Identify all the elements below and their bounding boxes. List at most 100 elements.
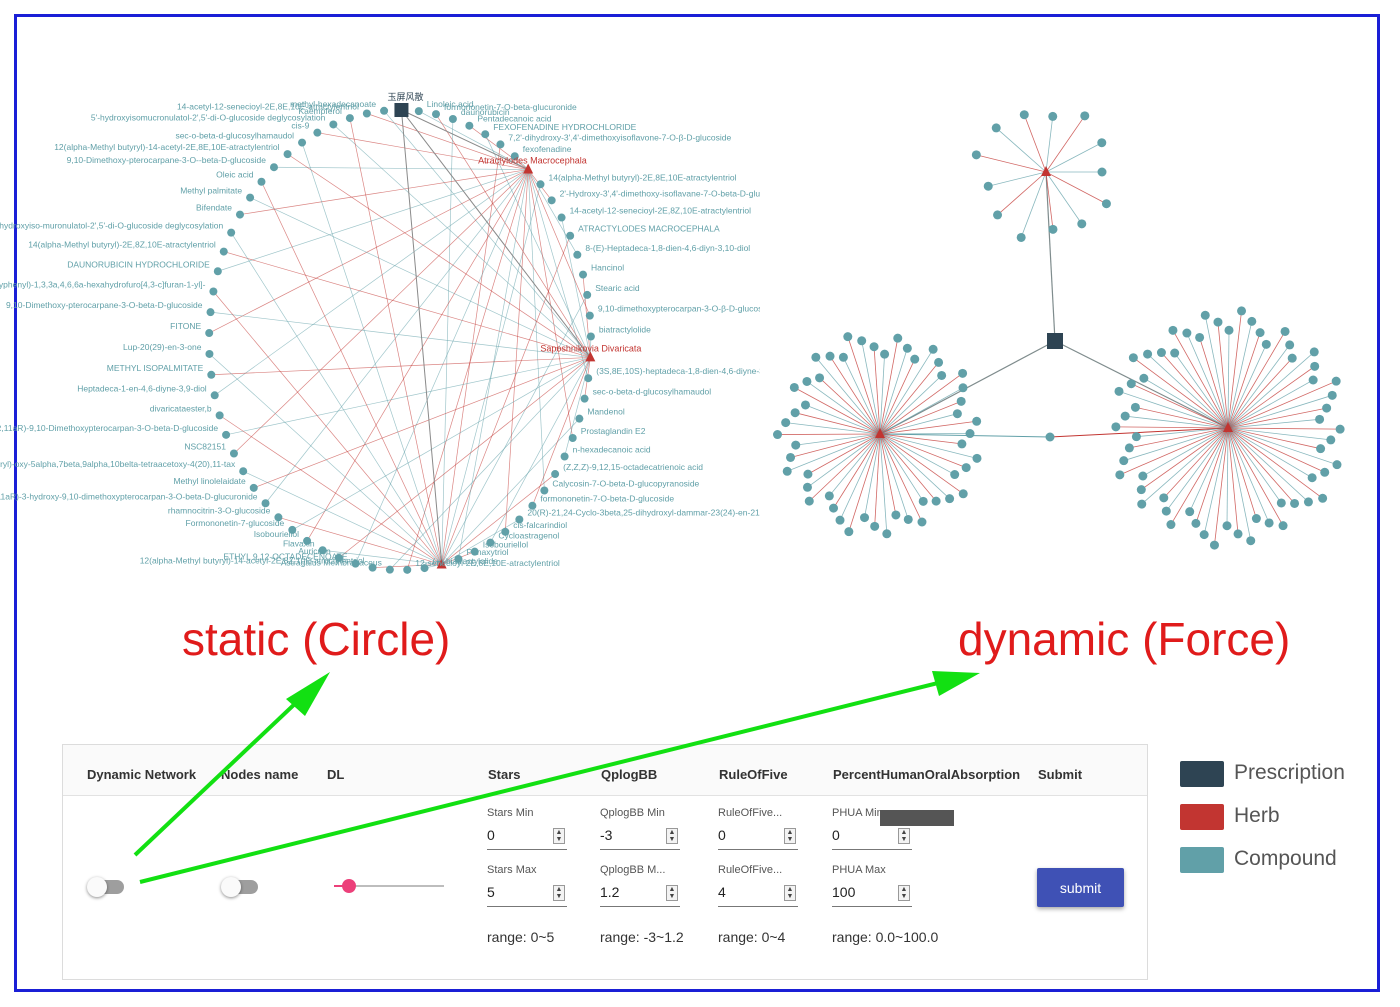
force-edge [848, 433, 881, 532]
force-compound-node [1048, 111, 1058, 121]
network-edge [564, 357, 591, 457]
compound-label: formononetin-7-O-beta-D-glucoside [540, 494, 674, 504]
force-compound-node [1318, 493, 1328, 503]
force-edge [1227, 344, 1291, 429]
nodes-name-switch[interactable] [221, 877, 258, 897]
force-edge [879, 375, 942, 435]
phua-max-input[interactable]: 100 [832, 884, 856, 900]
phua-max-field[interactable]: PHUA Max 100 ▲▼ [832, 864, 912, 907]
compound-label: (Z,Z,Z)-9,12,15-octadecatrienoic acid [563, 462, 703, 472]
force-compound-node [950, 470, 960, 480]
stars-min-input[interactable]: 0 [487, 827, 495, 843]
qplogbb-min-label: QplogBB Min [600, 807, 665, 819]
force-compound-node [1114, 386, 1124, 396]
stepper-icon[interactable]: ▲▼ [784, 828, 796, 844]
compound-label: Astragalus Membranaceus [281, 558, 382, 568]
stars-max-field[interactable]: Stars Max 5▲▼ [487, 864, 567, 907]
stepper-icon[interactable]: ▲▼ [898, 828, 910, 844]
qplogbb-min-input[interactable]: -3 [600, 827, 613, 843]
nodes-layer [205, 103, 596, 574]
stepper-icon[interactable]: ▲▼ [553, 828, 565, 844]
force-edge [806, 381, 881, 435]
stars-max-input[interactable]: 5 [487, 884, 495, 900]
compound-label: ATRACTYLODES MACROCEPHALA [578, 224, 720, 234]
compound-node [205, 349, 214, 358]
rule-of-five-min-field[interactable]: RuleOfFive... 0▲▼ [718, 807, 798, 850]
header-submit: Submit [1038, 767, 1083, 782]
compound-node [566, 231, 575, 240]
compound-label: Oleic acid [216, 170, 254, 180]
force-compound-node [857, 336, 867, 346]
force-edge [1227, 427, 1252, 541]
phua-min-field[interactable]: PHUA Min 0▲▼ [832, 807, 912, 850]
stepper-icon[interactable]: ▲▼ [784, 885, 796, 901]
compound-label: fexofenadine [523, 144, 572, 154]
network-edge [441, 519, 520, 565]
qplogbb-max-field[interactable]: QplogBB M... 1.2 ▲▼ [600, 864, 680, 907]
dl-slider[interactable] [334, 879, 444, 893]
force-edge [809, 433, 881, 502]
compound-label: METHYL ISOPALMITATE [107, 363, 204, 373]
stepper-icon[interactable]: ▲▼ [666, 828, 678, 844]
compound-label: 7,2'-dihydroxy-3',4'-dimethoxyisoflavone… [508, 132, 731, 142]
compound-label: Formononetin-7-glucoside [186, 518, 285, 528]
force-compound-node [945, 494, 955, 504]
force-compound-node [1213, 317, 1223, 327]
force-compound-node [991, 123, 1001, 133]
compound-label: 12(alpha-Methyl butyryl)-14-acetyl-2E,8Z… [140, 556, 365, 566]
network-edge [322, 549, 442, 565]
stepper-icon[interactable]: ▲▼ [553, 885, 565, 901]
network-edge [292, 357, 591, 531]
dynamic-network-switch[interactable] [87, 877, 124, 897]
phua-min-input[interactable]: 0 [832, 827, 840, 843]
stepper-icon[interactable]: ▲▼ [898, 885, 910, 901]
force-compound-node [1224, 325, 1234, 335]
force-edge [1227, 344, 1267, 429]
force-edge [1143, 377, 1229, 429]
network-edge [333, 124, 591, 358]
submit-button[interactable]: submit [1037, 868, 1124, 907]
force-compound-node [781, 418, 791, 428]
rule-of-five-min-input[interactable]: 0 [718, 827, 726, 843]
slider-thumb[interactable] [342, 879, 356, 893]
force-edge [1227, 394, 1333, 429]
rule-of-five-max-input[interactable]: 4 [718, 884, 726, 900]
force-edge [1227, 427, 1270, 524]
force-compound-node [824, 491, 834, 501]
force-edge [1020, 171, 1047, 238]
qplogbb-min-field[interactable]: QplogBB Min -3 ▲▼ [600, 807, 680, 850]
force-compound-node [815, 373, 825, 383]
force-compound-node [1237, 306, 1247, 316]
stepper-icon[interactable]: ▲▼ [666, 885, 678, 901]
force-compound-node [1137, 499, 1147, 509]
force-compound-node [1290, 498, 1300, 508]
compound-node [206, 308, 215, 317]
force-edge [1227, 427, 1313, 479]
compound-label: rhamnocitrin-3-O-glucoside [168, 505, 271, 515]
force-edge [1045, 171, 1107, 205]
force-compound-node [1119, 456, 1129, 466]
header-stars: Stars [488, 767, 521, 782]
static-circle-network: 14-acetyl-12-senecioyl-2E,8E,10E-atracty… [0, 91, 760, 574]
rule-of-five-max-field[interactable]: RuleOfFive... 4▲▼ [718, 864, 798, 907]
dynamic-force-network [773, 110, 1345, 550]
qplogbb-max-input[interactable]: 1.2 [600, 884, 620, 900]
qplogbb-max-label: QplogBB M... [600, 864, 666, 876]
phua-max-label: PHUA Max [832, 864, 886, 876]
force-compound-node [1285, 340, 1295, 350]
compound-label: Methyl palmitate [180, 186, 242, 196]
network-edge [418, 110, 529, 170]
force-edge [805, 404, 881, 435]
compound-label: 9,10-Dimethoxy-pterocarpane-3-O--beta-D-… [67, 155, 267, 165]
network-edge [209, 353, 442, 565]
compound-node [540, 486, 549, 495]
force-edge [1115, 426, 1229, 429]
compound-node [481, 130, 490, 139]
stars-min-field[interactable]: Stars Min 0▲▼ [487, 807, 567, 850]
force-edge [879, 358, 916, 435]
force-edge [1226, 427, 1229, 526]
herb-label: Saposhnikovia Divaricata [540, 343, 641, 353]
force-edge [1125, 415, 1229, 429]
force-prescription-edge [879, 340, 1056, 435]
force-edge [1123, 427, 1229, 462]
